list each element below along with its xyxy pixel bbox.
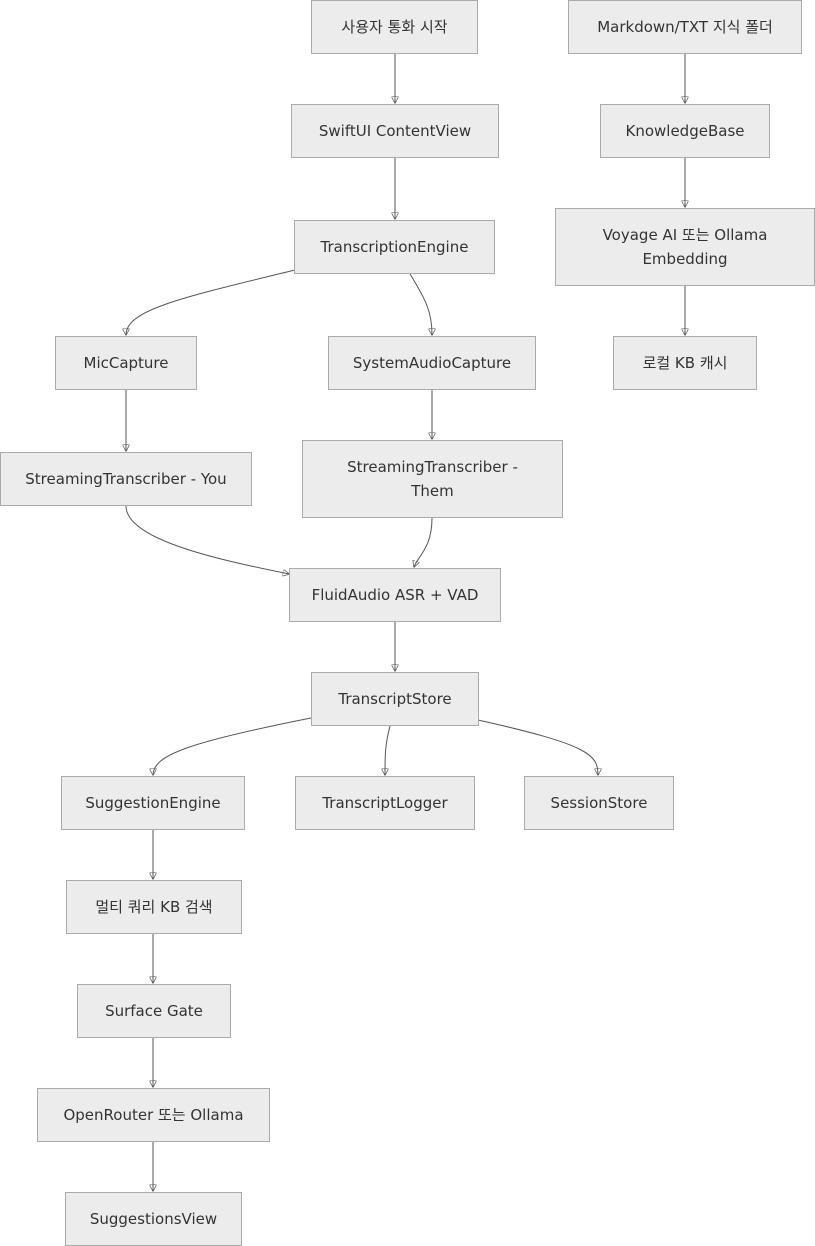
node-knowledge-folder-label: Markdown/TXT 지식 폴더 (597, 18, 773, 36)
node-openrouter-label: OpenRouter 또는 Ollama (63, 1106, 244, 1124)
node-mic-capture: MicCapture (55, 336, 197, 390)
node-transcript-store: TranscriptStore (311, 672, 479, 726)
edge-transcription-engine-to-system-audio-capture (409, 273, 432, 335)
node-system-audio-capture-label: SystemAudioCapture (352, 354, 512, 372)
node-multi-query-search-label: 멀티 쿼리 KB 검색 (95, 898, 213, 916)
node-suggestion-engine-label: SuggestionEngine (85, 794, 221, 812)
edge-transcript-store-to-session-store (477, 719, 598, 775)
node-transcription-engine: TranscriptionEngine (294, 220, 495, 274)
node-mic-capture-label: MicCapture (83, 354, 169, 372)
node-surface-gate-label: Surface Gate (105, 1002, 203, 1020)
edge-transcriber-them-to-fluidaudio (414, 517, 433, 567)
node-surface-gate: Surface Gate (77, 984, 231, 1038)
node-transcriber-you: StreamingTranscriber - You (0, 452, 252, 506)
node-transcript-logger: TranscriptLogger (295, 776, 475, 830)
node-content-view-label: SwiftUI ContentView (318, 122, 472, 140)
edge-transcript-store-to-suggestion-engine (153, 717, 312, 775)
node-multi-query-search: 멀티 쿼리 KB 검색 (66, 880, 242, 934)
node-embedding-label-line1: Voyage AI 또는 Ollama (602, 226, 768, 244)
node-transcriber-them-label-line1: StreamingTranscriber - (347, 458, 518, 476)
node-suggestions-view-label: SuggestionsView (89, 1210, 218, 1228)
node-knowledge-base-label: KnowledgeBase (625, 122, 745, 140)
node-system-audio-capture: SystemAudioCapture (328, 336, 536, 390)
node-knowledge-folder: Markdown/TXT 지식 폴더 (568, 0, 802, 54)
node-suggestions-view: SuggestionsView (65, 1192, 242, 1246)
node-session-store-label: SessionStore (550, 794, 648, 812)
edge-transcript-store-to-transcript-logger (385, 725, 391, 775)
node-local-kb-cache: 로컬 KB 캐시 (613, 336, 757, 390)
node-embedding: Voyage AI 또는 Ollama Embedding (555, 208, 815, 286)
node-embedding-label-line2: Embedding (642, 250, 728, 268)
node-fluidaudio: FluidAudio ASR + VAD (289, 568, 501, 622)
node-call-start-label: 사용자 통화 시작 (341, 18, 448, 36)
node-openrouter: OpenRouter 또는 Ollama (37, 1088, 270, 1142)
node-transcriber-them: StreamingTranscriber - Them (302, 440, 563, 518)
node-transcriber-them-label-line2: Them (411, 482, 454, 500)
node-content-view: SwiftUI ContentView (291, 104, 499, 158)
node-fluidaudio-label: FluidAudio ASR + VAD (311, 586, 479, 604)
node-transcriber-you-label: StreamingTranscriber - You (25, 470, 227, 488)
edge-transcriber-you-to-fluidaudio (125, 505, 289, 574)
node-knowledge-base: KnowledgeBase (600, 104, 770, 158)
edge-transcription-engine-to-mic-capture (126, 269, 296, 335)
node-call-start: 사용자 통화 시작 (311, 0, 478, 54)
node-session-store: SessionStore (524, 776, 674, 830)
node-transcription-engine-label: TranscriptionEngine (320, 238, 469, 256)
node-transcript-logger-label: TranscriptLogger (322, 794, 448, 812)
node-suggestion-engine: SuggestionEngine (61, 776, 245, 830)
node-local-kb-cache-label: 로컬 KB 캐시 (642, 354, 728, 372)
node-transcript-store-label: TranscriptStore (338, 690, 452, 708)
